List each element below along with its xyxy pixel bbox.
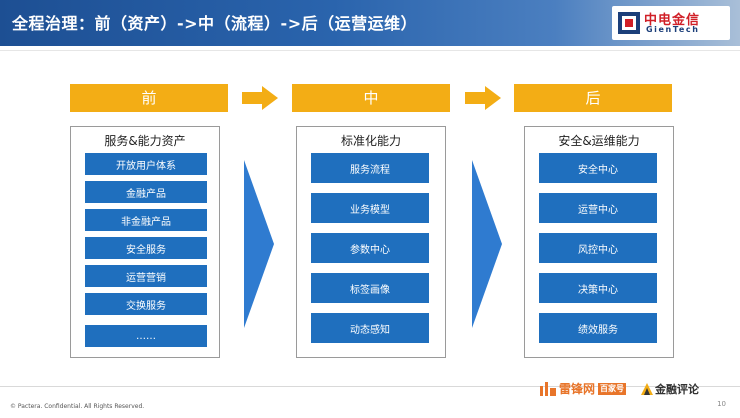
- page-number: 10: [717, 400, 726, 408]
- column-back: 安全&运维能力 安全中心 运营中心 风控中心 决策中心 绩效服务: [524, 126, 674, 358]
- list-item: 风控中心: [539, 233, 657, 263]
- company-logo: 中电金信 GienTech: [612, 6, 730, 40]
- stage-header-front: 前: [70, 84, 228, 112]
- list-item: 安全服务: [85, 237, 207, 259]
- column-front: 服务&能力资产 开放用户体系 金融产品 非金融产品 安全服务 运营营销 交换服务…: [70, 126, 220, 358]
- list-item: 运营营销: [85, 265, 207, 287]
- list-item: 金融产品: [85, 181, 207, 203]
- logo-text-en: GienTech: [646, 25, 700, 34]
- list-item: 非金融产品: [85, 209, 207, 231]
- triangle-logo-icon: [641, 383, 653, 395]
- list-item: 安全中心: [539, 153, 657, 183]
- logo-mark-icon: [618, 12, 640, 34]
- copyright-text: © Pactera. Confidential. All Rights Rese…: [10, 403, 145, 410]
- arrow-right-icon: [242, 86, 278, 110]
- header-divider: [0, 50, 740, 51]
- list-item: 标签画像: [311, 273, 429, 303]
- column-middle: 标准化能力 服务流程 业务模型 参数中心 标签画像 动态感知: [296, 126, 446, 358]
- watermark-text: 雷锋网: [559, 382, 596, 396]
- list-item: 参数中心: [311, 233, 429, 263]
- column-title: 标准化能力: [340, 134, 401, 148]
- column-title: 服务&能力资产: [104, 134, 186, 148]
- slide-title: 全程治理：前（资产）->中（流程）->后（运营运维）: [12, 14, 418, 33]
- arrow-right-icon: [465, 86, 501, 110]
- title-bar: 全程治理：前（资产）->中（流程）->后（运营运维） 中电金信 GienTech: [0, 0, 740, 46]
- logo-text-cn: 中电金信: [644, 13, 701, 28]
- column-title: 安全&运维能力: [558, 134, 640, 148]
- footer-divider: [0, 386, 740, 387]
- list-item: 开放用户体系: [85, 153, 207, 175]
- list-item: 交换服务: [85, 293, 207, 315]
- watermark-tag: 百家号: [598, 382, 627, 395]
- list-item: 业务模型: [311, 193, 429, 223]
- watermark-leiphone: 雷锋网 百家号: [540, 380, 627, 397]
- list-item: 动态感知: [311, 313, 429, 343]
- watermark-finance-review: 金融评论: [641, 381, 699, 397]
- flow-arrow-icon: [244, 160, 274, 328]
- flow-arrow-icon: [472, 160, 502, 328]
- stage-header-middle: 中: [292, 84, 450, 112]
- watermark-text: 金融评论: [655, 383, 699, 396]
- stage-header-back: 后: [514, 84, 672, 112]
- list-item: 运营中心: [539, 193, 657, 223]
- list-item: 决策中心: [539, 273, 657, 303]
- list-item: 绩效服务: [539, 313, 657, 343]
- list-item: ……: [85, 325, 207, 347]
- list-item: 服务流程: [311, 153, 429, 183]
- bars-logo-icon: [540, 381, 556, 396]
